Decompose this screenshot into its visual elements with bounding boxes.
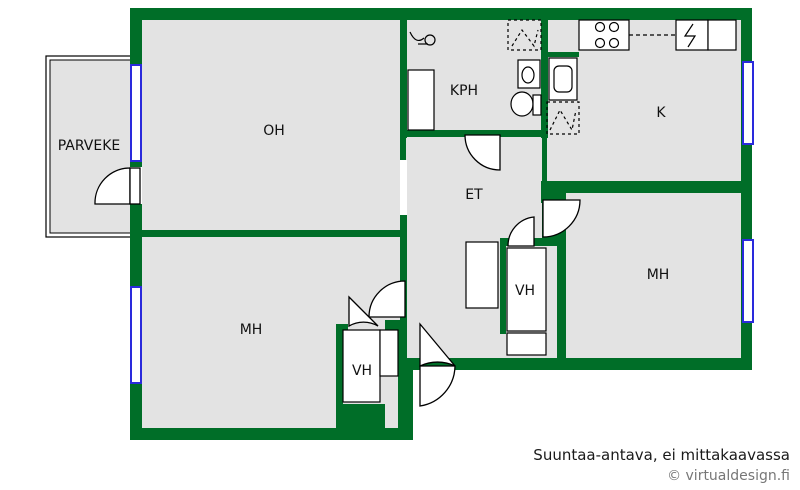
- label-mh-left: MH: [240, 322, 263, 338]
- window-k: [742, 61, 754, 145]
- interior-walls: [142, 8, 752, 440]
- label-k: K: [656, 105, 666, 121]
- fixtures: [342, 19, 737, 403]
- window-oh: [130, 64, 142, 162]
- label-parveke: PARVEKE: [58, 138, 121, 154]
- room-labels: PARVEKE OH KPH K ET MH MH VH VH: [58, 83, 670, 379]
- door-entrance: [419, 322, 456, 407]
- fridge: [675, 19, 737, 51]
- door-vh-middle: [507, 216, 535, 247]
- doors: [94, 134, 581, 407]
- door-balcony: [94, 167, 141, 205]
- wardrobe-et: [465, 241, 499, 309]
- wardrobe-vh-middle: [506, 247, 547, 332]
- washer-box: [507, 19, 542, 51]
- label-vh-middle: VH: [515, 283, 535, 299]
- window-mh-right: [742, 239, 754, 323]
- windows: [130, 61, 754, 384]
- floor-oh: [142, 20, 400, 230]
- label-et: ET: [465, 187, 483, 203]
- disclaimer-note: Suuntaa-antava, ei mittakaavassa: [533, 446, 790, 464]
- wardrobe-vh-left: [342, 329, 381, 403]
- label-mh-right: MH: [647, 267, 670, 283]
- bathtub: [407, 69, 435, 131]
- shower: [409, 31, 436, 46]
- label-oh: OH: [263, 123, 285, 139]
- balcony: [45, 55, 133, 238]
- label-vh-left: VH: [352, 363, 372, 379]
- stove: [578, 19, 630, 51]
- floor-k-lower: [547, 135, 741, 183]
- door-kph: [464, 134, 501, 171]
- floor-et-lower: [406, 355, 502, 358]
- door-mh-right: [542, 199, 581, 238]
- copyright-text: © virtualdesign.fi: [667, 468, 790, 484]
- door-vh-left: [348, 295, 379, 328]
- label-kph: KPH: [450, 83, 478, 99]
- floor-mh-right: [566, 193, 741, 358]
- window-mh-left: [130, 286, 142, 384]
- toilet: [510, 91, 534, 117]
